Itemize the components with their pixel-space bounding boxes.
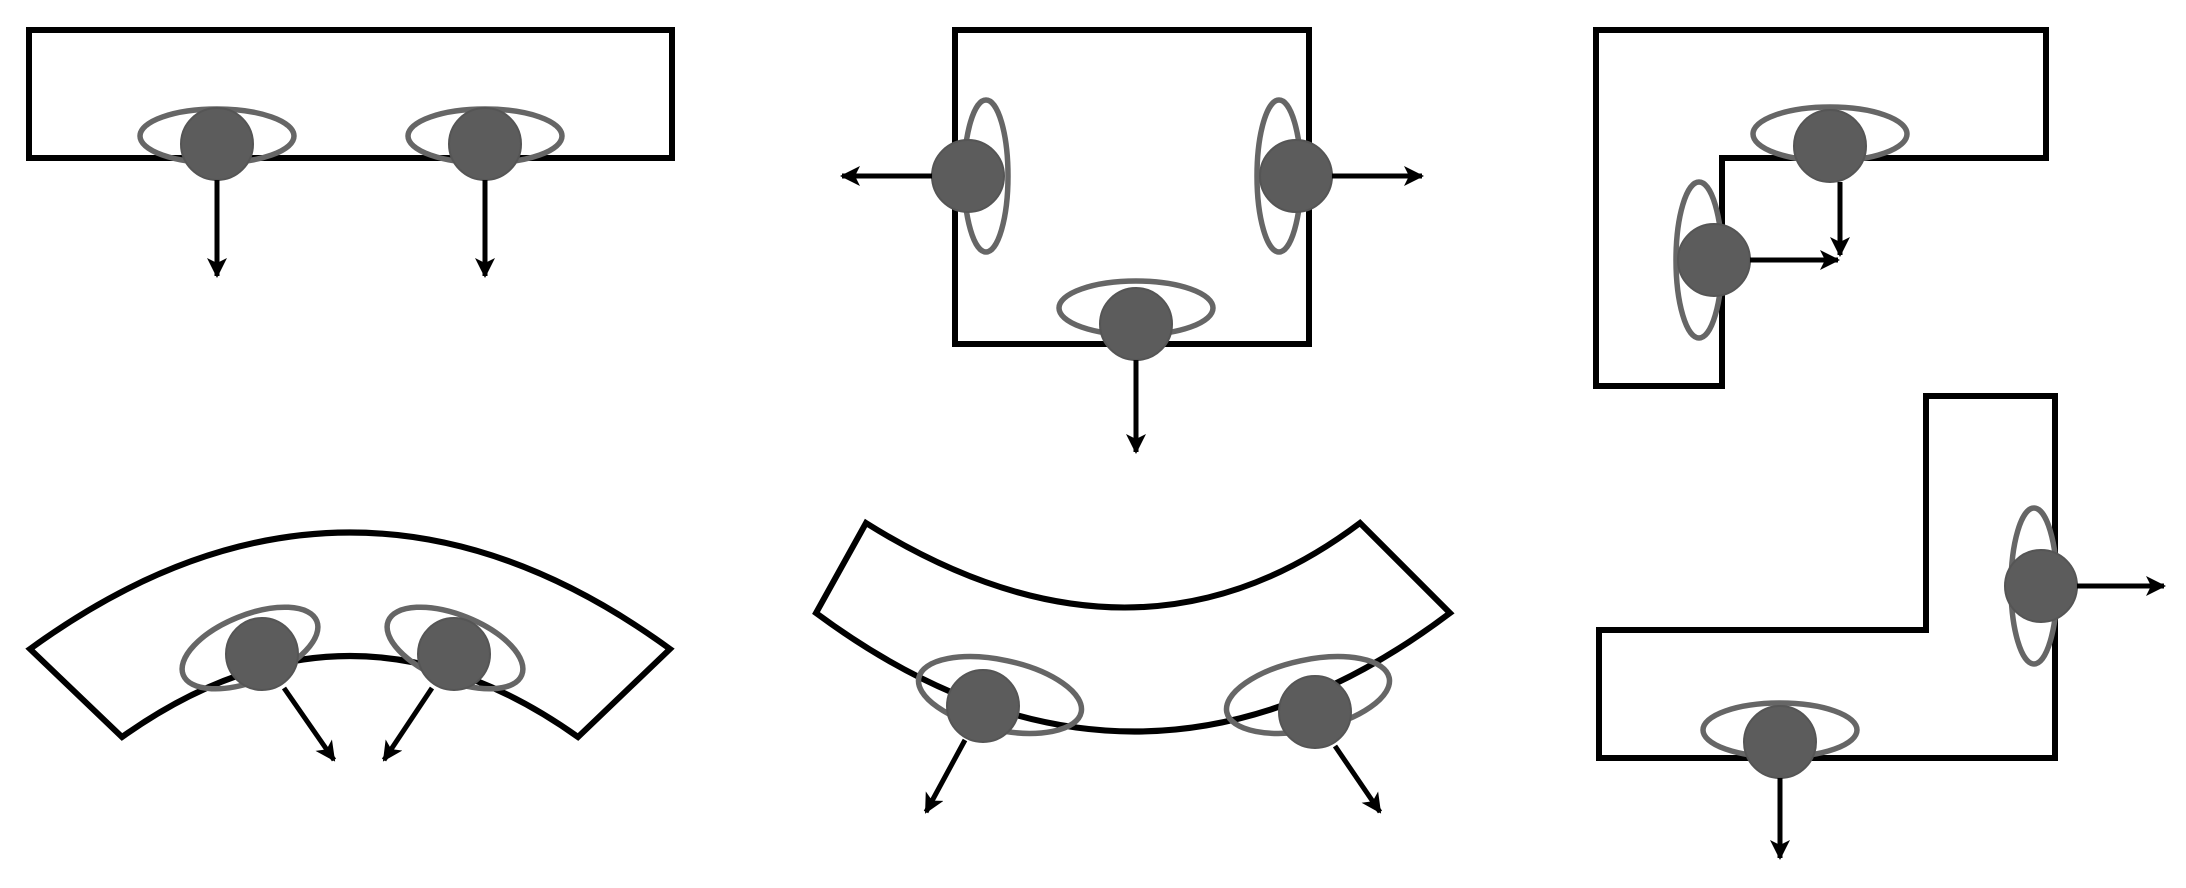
emitter — [1223, 653, 1393, 814]
emission-arrow — [281, 686, 337, 762]
emitter — [915, 653, 1085, 814]
emitter-ball — [417, 617, 491, 691]
panel-l-shape-lower — [1596, 393, 2166, 860]
l-shape-lower-outline — [1596, 393, 2058, 761]
emitter-ball — [1278, 675, 1352, 749]
emitter-ball — [225, 617, 299, 691]
panel-concave-arc — [812, 518, 1455, 814]
panel-convex-arc — [25, 529, 675, 762]
emitter — [840, 97, 1011, 255]
convex-arc-outline — [25, 529, 675, 741]
emitter-ball — [1259, 139, 1333, 213]
emission-arrow — [381, 686, 435, 762]
emitter — [2004, 505, 2166, 667]
concave-arc-outline — [812, 518, 1455, 735]
emitter — [137, 106, 297, 278]
emitter — [179, 604, 337, 762]
emitter — [405, 106, 565, 278]
emitter — [1750, 104, 1910, 257]
l-shape-upper-outline — [1593, 27, 2049, 389]
panel-l-shape-upper — [1593, 27, 2049, 389]
emitter-ball — [2004, 549, 2078, 623]
emission-arrow — [1332, 744, 1383, 814]
emitter-ball — [448, 107, 522, 181]
emitter-ball — [931, 139, 1005, 213]
emission-arrow — [923, 738, 968, 814]
emitter — [1673, 179, 1840, 341]
emitter-ball — [1099, 287, 1173, 361]
panel-u-channel — [840, 27, 1424, 454]
straight-bar-outline — [26, 27, 675, 161]
emitter-ball — [946, 669, 1020, 743]
panel-straight-bar — [26, 27, 675, 278]
emitter-ball — [1743, 705, 1817, 779]
emitter-ball — [1793, 109, 1867, 183]
emitter-ball — [180, 107, 254, 181]
emitter — [381, 604, 526, 762]
emitter — [1254, 97, 1424, 255]
emitter — [1700, 700, 1860, 860]
emitter — [1056, 278, 1216, 454]
emitter-ball — [1677, 223, 1751, 297]
